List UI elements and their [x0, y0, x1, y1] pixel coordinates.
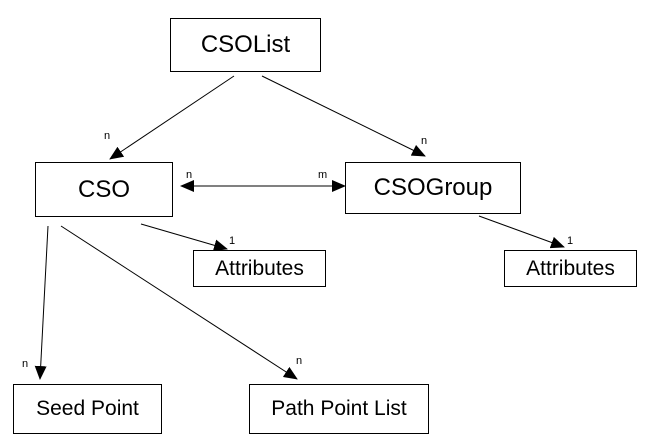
- csolist-label: CSOList: [200, 31, 291, 58]
- multiplicity-cso-side: n: [186, 169, 193, 181]
- csogroup-attributes-label: Attributes: [526, 256, 615, 280]
- edge-csogroup-attributes: [478, 215, 565, 249]
- multiplicity-path-point-list: n: [296, 355, 303, 367]
- csogroup-attributes-node: Attributes: [504, 250, 637, 287]
- multiplicity-cso-attributes: 1: [229, 235, 236, 247]
- cso-node: CSO: [35, 162, 173, 217]
- multiplicity-csolist-cso: n: [104, 130, 111, 142]
- csogroup-label: CSOGroup: [373, 174, 493, 201]
- cso-attributes-node: Attributes: [193, 250, 326, 287]
- multiplicity-seed-point: n: [22, 358, 29, 370]
- csogroup-node: CSOGroup: [345, 162, 521, 214]
- seed-point-node: Seed Point: [13, 384, 162, 434]
- multiplicity-csogroup-attributes: 1: [567, 235, 574, 247]
- edge-cso-seed-point: [34, 225, 49, 380]
- path-point-list-node: Path Point List: [249, 384, 429, 434]
- cso-label: CSO: [77, 175, 130, 203]
- csolist-node: CSOList: [170, 18, 321, 72]
- multiplicity-csogroup-side: m: [318, 169, 328, 181]
- edge-cso-path-point-list: [60, 225, 298, 380]
- edge-csolist-csogroup: [261, 75, 426, 157]
- edge-cso-attributes: [140, 223, 228, 252]
- cso-attributes-label: Attributes: [215, 256, 304, 280]
- edge-csolist-cso: [109, 75, 235, 160]
- multiplicity-csolist-csogroup: n: [421, 135, 428, 147]
- path-point-list-label: Path Point List: [271, 397, 407, 420]
- seed-point-label: Seed Point: [36, 397, 139, 420]
